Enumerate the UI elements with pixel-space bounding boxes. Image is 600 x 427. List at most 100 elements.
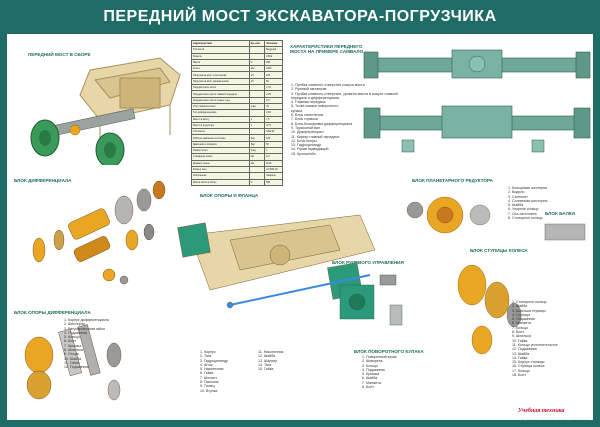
axle-view-bottom — [363, 105, 591, 153]
diff-support-part-item: 5. Кольцо — [64, 335, 80, 340]
planetary-part-item: 6. Упорное кольцо — [508, 207, 539, 212]
hub-part-item: 17. Кольцо — [512, 368, 530, 373]
characteristic-item: 1. Пробка сливного отверстия кожуха мост… — [291, 83, 365, 87]
hub-part-item: 9. Шпилька — [512, 334, 531, 339]
steering-block-label: БЛОК РУЛЕВОГО УПРАВЛЕНИЯ — [332, 260, 404, 265]
spec-cell: 17,8 — [264, 84, 283, 92]
planetary-part-item: 3. Сателлит — [508, 194, 528, 199]
hub-part-item: 11. Кольцо уплотнительное — [512, 342, 558, 347]
pivot-exploded-drawing — [339, 274, 403, 326]
characteristic-item: 8. Блок блокировки дифференциала — [291, 121, 353, 126]
steering-part-item: 11. Наконечник — [258, 350, 284, 354]
pivot-part-item: 6. Шайба — [362, 376, 378, 381]
diff-support-part-item: 11. Гайка — [64, 360, 80, 365]
assembly-label: ПЕРЕДНИЙ МОСТ В СБОРЕ — [28, 52, 91, 57]
spec-cell: 580 — [264, 178, 283, 186]
characteristics-label: ХАРАКТЕРИСТИКИ ПЕРЕДНЕГО МОСТА НА ПРИМЕР… — [290, 44, 364, 54]
spec-cell: 80 — [264, 77, 283, 86]
spec-cell: 7,5 — [264, 115, 283, 123]
planetary-part-item: 7. Ось сателлита — [508, 211, 537, 216]
diff-support-part-item: 4. Подшипник — [64, 330, 87, 335]
steering-part-item: 6. Гайка — [200, 371, 214, 376]
diff-support-block-label: БЛОК ОПОРЫ ДИФФЕРЕНЦИАЛА — [14, 310, 91, 315]
hub-part-item: 3. Шпилька ступицы — [512, 308, 546, 313]
hub-part-item: 10. Гайка — [512, 338, 528, 343]
spec-cell: 45 — [264, 102, 283, 111]
diff-support-part-item: 9. Опора — [64, 352, 79, 357]
hub-part-item: 8. Болт — [512, 330, 525, 335]
characteristic-item: 14. Рукав подводящий — [291, 147, 329, 152]
spec-cell: 6,0 — [264, 96, 283, 104]
title-bar: ПЕРЕДНИЙ МОСТ ЭКСКАВАТОРА-ПОГРУЗЧИКА — [0, 0, 600, 33]
pivot-part-item: 3. Кольцо — [362, 363, 378, 368]
spec-cell: 105 — [264, 71, 283, 79]
steering-part-item: 5. Наконечник — [200, 367, 224, 372]
steering-part-item: 13. Шарнир — [258, 358, 278, 363]
spec-cell — [248, 84, 266, 92]
characteristic-item: 2. Рулевой механизм — [291, 87, 327, 92]
characteristic-item: 7. Блок тормоза — [291, 117, 318, 122]
diff-support-part-item: 10. Шайба — [64, 356, 82, 361]
planetary-part-item: 1. Кольцевая шестерня — [508, 186, 548, 190]
planetary-part-item: 8. Стопорное кольцо — [508, 216, 543, 221]
axle-view-top — [363, 49, 591, 79]
hub-block-label: БЛОК СТУПИЦЫ КОЛЕСА — [470, 248, 528, 253]
hub-part-item: 5. Подшипник — [512, 317, 535, 322]
planetary-part-item: 2. Водило — [508, 190, 525, 195]
hub-part-item: 13. Шайба — [512, 351, 530, 356]
pivot-part-item: 5. Крышка — [362, 372, 380, 377]
spec-cell: мм — [248, 65, 266, 73]
diff-support-part-item: 2. Шестерня — [64, 322, 85, 327]
beam-block-drawing — [544, 223, 586, 241]
hub-part-item: 6. Манжета — [512, 321, 531, 326]
planetary-block-label: БЛОК ПЛАНЕТАРНОГО РЕДУКТОРА — [412, 178, 493, 183]
publisher-logo: Учебная техника — [518, 408, 565, 414]
beam-block-label: БЛОК БАЛКИ — [545, 211, 575, 216]
steering-part-item: 12. Шайба — [258, 354, 276, 359]
steering-part-item: 9. Палец — [200, 384, 215, 389]
spec-cell: 1900 — [264, 65, 283, 73]
characteristic-item: 12. Блок опоры — [291, 138, 317, 143]
characteristic-item: 13. Гидроцилиндр — [291, 143, 322, 148]
diff-support-part-item: 8. Шпилька — [64, 348, 83, 353]
pivot-part-item: 7. Манжета — [362, 380, 381, 385]
characteristic-item: 5. Точка смазки поворотного — [291, 104, 339, 109]
spec-cell: LSD — [264, 109, 283, 117]
planetary-part-item: 4. Солнечная шестерня — [508, 198, 548, 203]
hub-part-item: 7. Кольцо — [512, 325, 528, 330]
diff-support-part-item: 12. Подшипник — [64, 365, 89, 370]
pivot-part-item: 1. Поворотный кулак — [362, 355, 397, 359]
diff-block-label: БЛОК ДИФФЕРЕНЦИАЛА — [14, 178, 72, 183]
hub-part-item: 12. Подшипник — [512, 347, 537, 352]
spec-cell — [248, 96, 266, 104]
diff-support-part-item: 7. Крышка — [64, 343, 82, 348]
steering-part-item: 14. Тяга — [258, 362, 272, 367]
diff-support-part-item: 6. Болт — [64, 339, 77, 344]
steering-part-item: 8. Пыльник — [200, 380, 219, 385]
hub-part-item: 14. Гайка — [512, 355, 528, 360]
hub-part-item: 2. Шайба — [512, 304, 528, 309]
characteristic-item: передачи и дифференциала — [291, 95, 339, 100]
spec-cell: кН — [248, 77, 266, 86]
pivot-block-label: БЛОК ПОВОРОТНОГО КУЛАКА — [354, 349, 424, 354]
spec-cell: 2,25 — [264, 90, 283, 98]
steering-part-item: 10. Втулка — [200, 388, 218, 393]
pivot-part-item: 2. Шкворень — [362, 359, 383, 364]
pivot-part-item: 4. Подшипник — [362, 367, 385, 372]
spec-cell: град — [248, 102, 266, 111]
steering-part-item: 7. Шплинт — [200, 375, 217, 380]
diff-support-exploded-drawing — [24, 324, 122, 401]
